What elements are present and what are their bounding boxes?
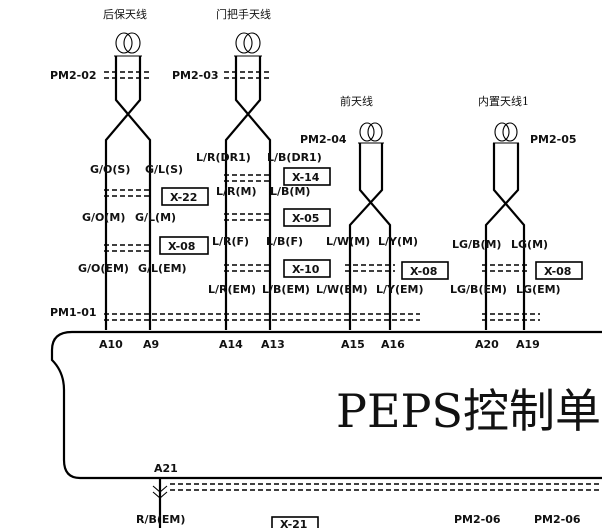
pin-label: A21 xyxy=(154,462,178,475)
antenna-coil-icon xyxy=(358,122,384,144)
wire-label: G/L(S) xyxy=(145,163,183,176)
svg-text:X-10: X-10 xyxy=(292,263,320,276)
main-connector-marks xyxy=(104,313,420,321)
connector-label: PM2-04 xyxy=(300,133,347,146)
svg-text:X-08: X-08 xyxy=(544,265,571,278)
wire-pair-rear xyxy=(104,56,152,330)
splice-box: X-22 xyxy=(161,187,209,206)
wire-label: L/B(M) xyxy=(270,185,310,198)
splice-box: X-14 xyxy=(283,167,331,186)
main-connector-label: PM1-01 xyxy=(50,306,97,319)
splice-box: X-10 xyxy=(283,259,331,278)
bottom-wire xyxy=(152,478,602,528)
wire-label: G/L(EM) xyxy=(138,262,187,275)
wire-label: L/W(EM) xyxy=(316,283,368,296)
connector-label: PM2-05 xyxy=(530,133,577,146)
wire-label: G/O(S) xyxy=(90,163,130,176)
antenna-title-rear: 后保天线 xyxy=(103,7,147,21)
antenna-coil-icon xyxy=(234,32,262,57)
module-label: PEPS控制单 xyxy=(336,384,601,438)
pin-label: A14 xyxy=(219,338,243,351)
antenna-coil-icon xyxy=(114,32,142,57)
wire-label: L/W(M) xyxy=(326,235,370,248)
wire-label: G/L(M) xyxy=(135,211,176,224)
connector-label: PM2-06 xyxy=(534,513,581,526)
antenna-title-door-handle: 门把手天线 xyxy=(216,7,271,21)
wire-label: LG(EM) xyxy=(516,283,561,296)
wire-label: LG/B(M) xyxy=(452,238,501,251)
pin-label: A16 xyxy=(381,338,405,351)
wire-pair-front xyxy=(348,143,392,330)
connector-label: PM2-03 xyxy=(172,69,219,82)
pin-label: A13 xyxy=(261,338,285,351)
svg-text:X-21: X-21 xyxy=(280,518,307,528)
wire-label: L/B(F) xyxy=(266,235,303,248)
splice-box: X-05 xyxy=(283,208,331,227)
pin-label: A15 xyxy=(341,338,365,351)
wire-label: LG/B(EM) xyxy=(450,283,507,296)
wire-label: L/B(DR1) xyxy=(267,151,322,164)
wire-label: L/R(M) xyxy=(216,185,257,198)
main-connector-marks xyxy=(482,313,540,321)
pin-label: A9 xyxy=(143,338,159,351)
wire-label: G/O(EM) xyxy=(78,262,129,275)
pin-label: A19 xyxy=(516,338,540,351)
pin-label: A20 xyxy=(475,338,499,351)
wire-label: L/R(DR1) xyxy=(196,151,251,164)
wire-pair-internal xyxy=(484,143,526,330)
svg-text:X-08: X-08 xyxy=(410,265,437,278)
svg-text:X-14: X-14 xyxy=(292,171,320,184)
splice-box: X-08 xyxy=(159,236,209,255)
wire-label: L/R(F) xyxy=(212,235,249,248)
wire-label: R/B(EM) xyxy=(136,513,185,526)
pin-label: A10 xyxy=(99,338,123,351)
wire-label: LG(M) xyxy=(511,238,548,251)
antenna-title-front: 前天线 xyxy=(340,94,373,108)
peps-control-module: PEPS控制单 xyxy=(50,330,602,480)
svg-text:X-22: X-22 xyxy=(170,191,197,204)
antenna-coil-icon xyxy=(493,122,519,144)
connector-label: PM2-02 xyxy=(50,69,97,82)
svg-text:X-08: X-08 xyxy=(168,240,195,253)
svg-text:X-05: X-05 xyxy=(292,212,319,225)
wire-label: L/B(EM) xyxy=(262,283,310,296)
wire-label: L/R(EM) xyxy=(208,283,256,296)
wire-label: G/O(M) xyxy=(82,211,125,224)
antenna-title-internal: 内置天线1 xyxy=(478,94,529,108)
connector-label: PM2-06 xyxy=(454,513,501,526)
splice-box: X-08 xyxy=(535,261,583,280)
splice-box: X-21 xyxy=(271,516,319,528)
wire-pair-door-handle xyxy=(224,56,272,330)
wire-label: L/Y(EM) xyxy=(376,283,424,296)
inline-connector-marks xyxy=(104,174,528,272)
splice-box: X-08 xyxy=(401,261,449,280)
wire-label: L/Y(M) xyxy=(378,235,418,248)
